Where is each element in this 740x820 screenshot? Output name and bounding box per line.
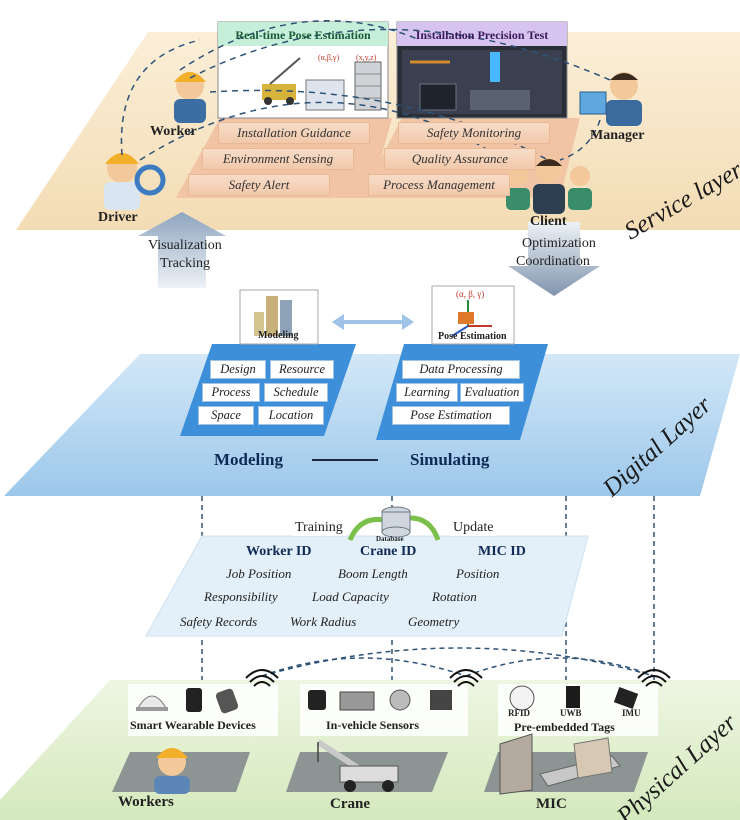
pose-icon-label: Pose Estimation [438,331,507,342]
modeling-item-schedule: Schedule [264,383,328,402]
modeling-item-location: Location [258,406,324,425]
modeling-icon [239,289,319,345]
mic-label: MIC [536,796,567,812]
crane-work-radius: Work Radius [290,614,357,629]
training-arrow-icon [347,516,385,542]
modeling-item-resource: Resource [270,360,334,379]
pre-embedded-tags-label: Pre-embedded Tags [514,720,615,734]
driver-label: Driver [98,210,138,225]
axis-icon [451,300,492,337]
wireless-links [261,647,655,677]
simulating-caption: Simulating [410,450,490,469]
helmet-icon [136,695,168,711]
worker-figure-icon [154,748,190,794]
precision-panel-title: Installation Precision Test [415,28,549,42]
modeling-icon-label: Modeling [258,330,299,341]
service-item-safety-alert: Safety Alert [188,174,330,196]
crane-figure-icon [316,739,399,792]
sensor-module-icon [308,690,326,710]
wifi-icon [245,669,279,687]
database-label: Database [376,535,404,543]
modeling-item-design: Design [210,360,266,379]
uwb-icon [566,686,580,708]
wifi-icon [637,669,671,687]
driver-icon [104,153,166,210]
worker-label: Worker [150,124,197,139]
sim-item-data-processing: Data Processing [402,360,520,379]
modeling-caption: Modeling [214,450,283,469]
smart-wearable-label: Smart Wearable Devices [130,718,256,732]
sim-item-evaluation: Evaluation [460,383,524,402]
modeling-item-process: Process [202,383,260,402]
modeling-item-space: Space [198,406,254,425]
imu-label: IMU [622,708,641,718]
client-label: Client [530,214,567,229]
tracking-label: Tracking [160,256,211,271]
beam-icon [490,52,500,82]
mic-rotation: Rotation [432,589,477,604]
worker-id-title: Worker ID [246,544,312,559]
uwb-label: UWB [560,708,582,718]
wifi-icon [449,669,483,687]
gyro-icon [389,689,411,711]
worker-responsibility: Responsibility [204,589,278,604]
worker-icon [174,72,206,123]
camera-view-icon [305,79,345,111]
rfid-label: RFID [508,708,530,718]
update-label: Update [450,520,497,536]
training-label: Training [292,520,346,536]
in-vehicle-sensors-label: In-vehicle Sensors [326,718,419,732]
crane-boom-length: Boom Length [338,566,408,581]
crane-label: Crane [330,796,370,812]
worker-job-position: Job Position [226,566,292,581]
service-item-safety-monitoring: Safety Monitoring [398,122,550,144]
crane-load-capacity: Load Capacity [312,589,389,604]
database-icon [381,506,411,538]
mic-id-title: MIC ID [478,544,526,559]
phone-icon [186,688,202,712]
sim-item-learning: Learning [396,383,458,402]
smartwatch-icon [215,688,239,714]
visualization-label: Visualization [148,238,222,253]
crane-sketch-icon [262,57,301,105]
crane-id-title: Crane ID [360,544,417,559]
service-item-environment-sensing: Environment Sensing [202,148,354,170]
mic-figure-icon [499,733,621,795]
up-arrow [138,212,226,288]
manager-label: Manager [590,128,645,143]
sim-item-pose-estimation: Pose Estimation [392,406,510,425]
digital-plane [4,354,740,496]
service-item-process-management: Process Management [368,174,510,196]
service-item-installation-guidance: Installation Guidance [218,122,370,144]
worker-safety-records: Safety Records [180,614,258,629]
manager-icon [579,72,642,126]
lidar-icon [339,691,375,711]
rfid-icon [509,685,535,711]
service-item-quality-assurance: Quality Assurance [384,148,536,170]
coordination-label: Coordination [516,254,590,269]
optimization-label: Optimization [522,236,596,251]
mic-position: Position [456,566,500,581]
model-sim-link-icon [332,314,414,330]
client-icon [506,157,592,214]
building-model-icon [254,296,292,336]
pose-panel-title: Real-time Pose Estimation [235,28,371,42]
display-icon [430,690,452,710]
imu-icon [613,687,639,709]
mic-geometry: Geometry [408,614,460,629]
workers-label: Workers [118,794,174,810]
down-arrow [508,222,600,296]
pose-coords-label: (α,β,γ) [318,53,340,62]
pose-position-label: (x,y,z) [356,53,377,62]
pose-icon-formula: (α, β, γ) [456,289,485,299]
data-plane [145,535,589,637]
